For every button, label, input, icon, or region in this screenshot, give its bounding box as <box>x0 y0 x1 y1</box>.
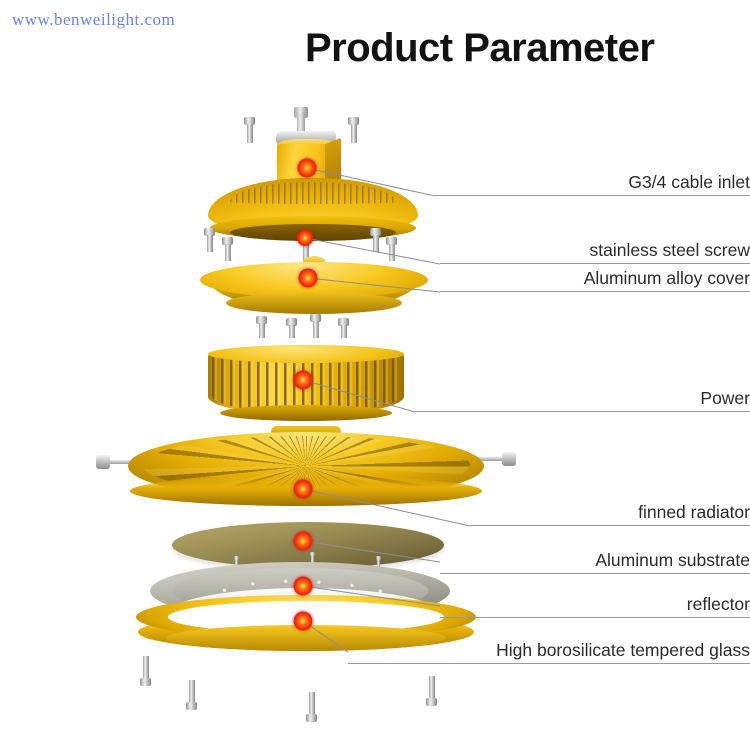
callout-dot-cable-inlet <box>297 158 317 178</box>
callout-aluminum-substrate: Aluminum substrate <box>440 544 750 574</box>
screw-under-cover-b <box>286 318 297 338</box>
screw-bottom-b <box>186 680 197 710</box>
callout-power: Power <box>415 382 750 412</box>
callout-tempered-glass: High borosilicate tempered glass <box>348 634 750 664</box>
callout-label: reflector <box>686 594 750 614</box>
callout-dot-finned-radiator <box>293 479 313 499</box>
screw-under-cover-d <box>338 318 349 338</box>
callout-rule <box>440 291 750 292</box>
callout-stainless-screw: stainless steel screw <box>440 234 750 264</box>
bracket-stem <box>297 112 305 136</box>
callout-label: Aluminum alloy cover <box>583 268 750 288</box>
callout-label: G3/4 cable inlet <box>628 172 750 192</box>
upper-dome-housing <box>208 178 418 246</box>
callout-dot-stainless-screw <box>297 230 313 246</box>
screw-under-cover-a <box>256 316 267 338</box>
callout-rule <box>440 617 750 618</box>
callout-label: High borosilicate tempered glass <box>496 640 750 660</box>
screw-bottom-a <box>140 656 151 686</box>
callout-dot-alloy-cover <box>298 268 318 288</box>
screw-cover-c <box>370 228 381 252</box>
site-watermark: www.benweilight.com <box>12 10 176 29</box>
screw-cover-b <box>222 237 233 261</box>
callout-rule <box>415 411 750 412</box>
callout-cable-inlet: G3/4 cable inlet <box>435 166 750 196</box>
page-title: Product Parameter <box>305 26 655 70</box>
callout-dot-power <box>293 370 313 390</box>
callout-dot-aluminum-substrate <box>293 531 313 551</box>
callout-rule <box>440 573 750 574</box>
callout-label: finned radiator <box>638 502 750 522</box>
callout-dot-tempered-glass <box>293 611 313 631</box>
screw-cover-a <box>204 228 215 252</box>
screw-top-right <box>348 117 359 143</box>
screw-top-left <box>244 117 255 143</box>
callout-rule <box>440 263 750 264</box>
callout-label: Power <box>700 388 750 408</box>
callout-alloy-cover: Aluminum alloy cover <box>440 262 750 292</box>
callout-label: Aluminum substrate <box>595 550 750 570</box>
callout-rule <box>435 195 750 196</box>
bolt-radiator-left <box>96 455 144 469</box>
callout-dot-reflector <box>293 576 313 596</box>
callout-label: stainless steel screw <box>589 240 750 260</box>
screw-bottom-d <box>426 676 437 706</box>
callout-finned-radiator: finned radiator <box>470 496 750 526</box>
callout-rule <box>348 663 750 664</box>
bolt-radiator-right <box>468 452 516 466</box>
screw-bottom-c <box>306 692 317 722</box>
callout-rule <box>470 525 750 526</box>
callout-reflector: reflector <box>440 588 750 618</box>
finned-radiator <box>128 426 484 514</box>
screw-cover-d <box>386 237 397 261</box>
screw-under-cover-c <box>310 314 321 338</box>
